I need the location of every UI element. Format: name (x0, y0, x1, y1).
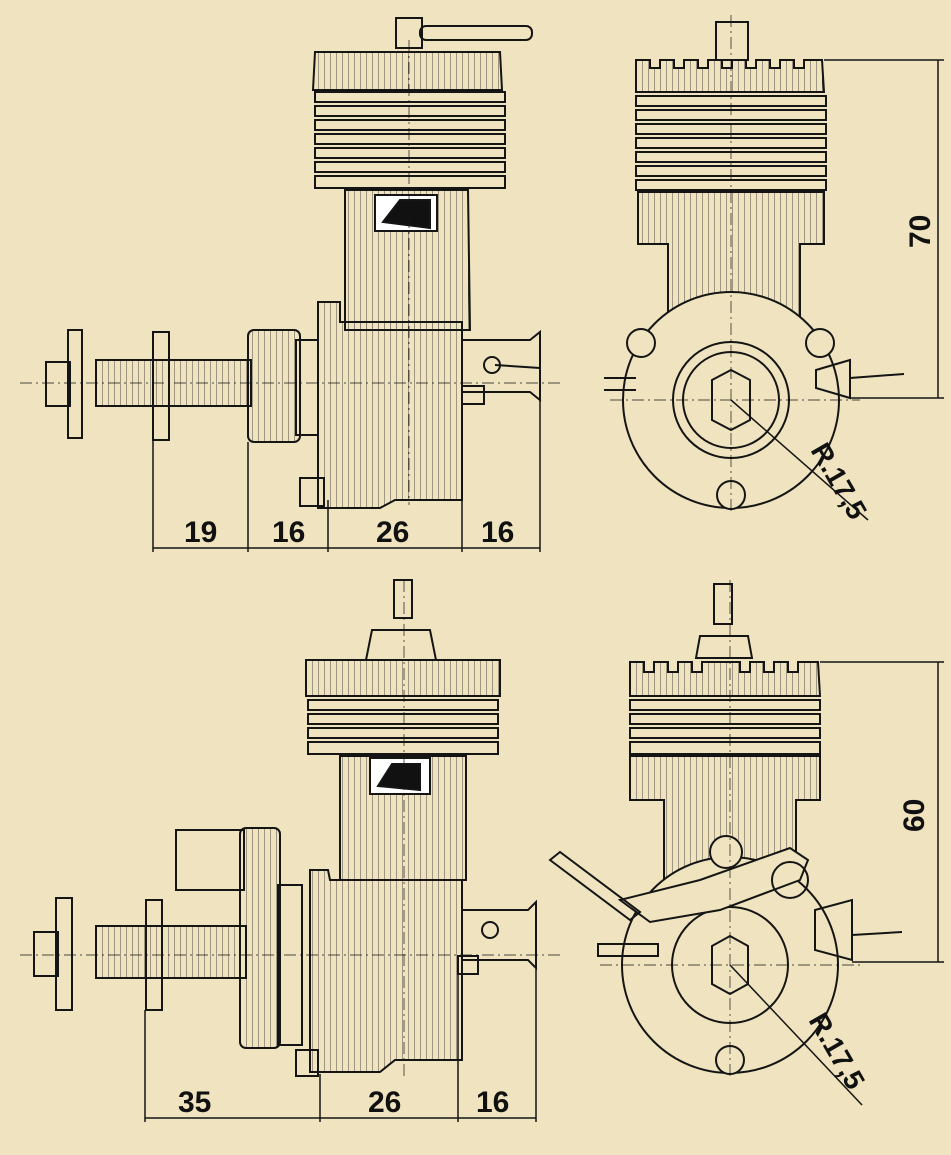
bottom-side-fins (307, 699, 499, 755)
bottom-front-view (548, 580, 903, 1106)
top-dim-2: 16 (272, 516, 305, 549)
bottom-side-view (20, 579, 560, 1078)
top-dim-4: 16 (481, 516, 514, 549)
bottom-front-fins (629, 699, 821, 755)
top-front-view (604, 15, 905, 521)
bottom-dimension-line (144, 968, 537, 1122)
bottom-dim-1: 35 (178, 1086, 211, 1119)
top-dim-1: 19 (184, 516, 217, 549)
top-height-dimension (824, 59, 944, 399)
bottom-dim-3: 16 (476, 1086, 509, 1119)
top-dimension-line (152, 400, 541, 552)
top-height-label: 70 (904, 215, 937, 248)
top-side-fins (314, 91, 506, 189)
bottom-height-dimension (820, 661, 944, 963)
bottom-dim-2: 26 (368, 1086, 401, 1119)
top-side-view (20, 17, 560, 509)
bottom-height-label: 60 (898, 799, 931, 832)
top-dim-3: 26 (376, 516, 409, 549)
